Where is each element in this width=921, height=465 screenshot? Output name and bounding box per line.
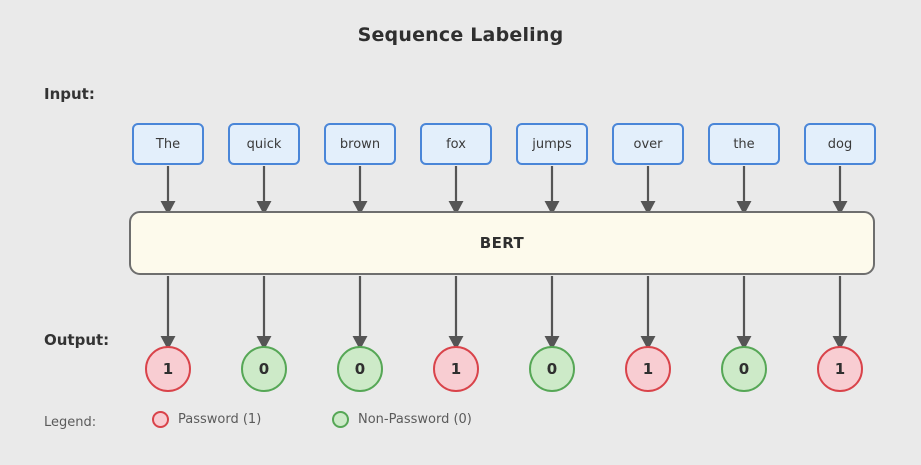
input-token-box[interactable]: The bbox=[132, 123, 204, 165]
output-row-label: Output: bbox=[44, 331, 110, 349]
legend-row-label: Legend: bbox=[44, 415, 97, 430]
output-label-circle[interactable]: 0 bbox=[721, 346, 767, 392]
bert-model-label: BERT bbox=[479, 234, 525, 252]
input-token-box[interactable]: the bbox=[708, 123, 780, 165]
output-label-circle[interactable]: 1 bbox=[145, 346, 191, 392]
output-label-circle[interactable]: 0 bbox=[337, 346, 383, 392]
input-token-box[interactable]: jumps bbox=[516, 123, 588, 165]
input-token-box[interactable]: brown bbox=[324, 123, 396, 165]
legend-swatch-password-icon bbox=[152, 411, 169, 428]
legend-label-password: Password (1) bbox=[178, 412, 262, 427]
legend-item-non-password: Non-Password (0) bbox=[332, 411, 472, 428]
page-title: Sequence Labeling bbox=[357, 24, 564, 46]
input-token-box[interactable]: fox bbox=[420, 123, 492, 165]
output-label-circle[interactable]: 1 bbox=[433, 346, 479, 392]
input-row-label: Input: bbox=[44, 85, 95, 103]
legend-item-password: Password (1) bbox=[152, 411, 261, 428]
legend-label-non-password: Non-Password (0) bbox=[358, 412, 472, 427]
bert-model-box: BERT bbox=[129, 211, 875, 275]
output-label-circle[interactable]: 1 bbox=[625, 346, 671, 392]
output-label-circle[interactable]: 0 bbox=[529, 346, 575, 392]
legend-swatch-non-password-icon bbox=[332, 411, 349, 428]
output-label-circle[interactable]: 1 bbox=[817, 346, 863, 392]
input-token-box[interactable]: dog bbox=[804, 123, 876, 165]
output-label-circle[interactable]: 0 bbox=[241, 346, 287, 392]
input-token-box[interactable]: quick bbox=[228, 123, 300, 165]
input-token-box[interactable]: over bbox=[612, 123, 684, 165]
